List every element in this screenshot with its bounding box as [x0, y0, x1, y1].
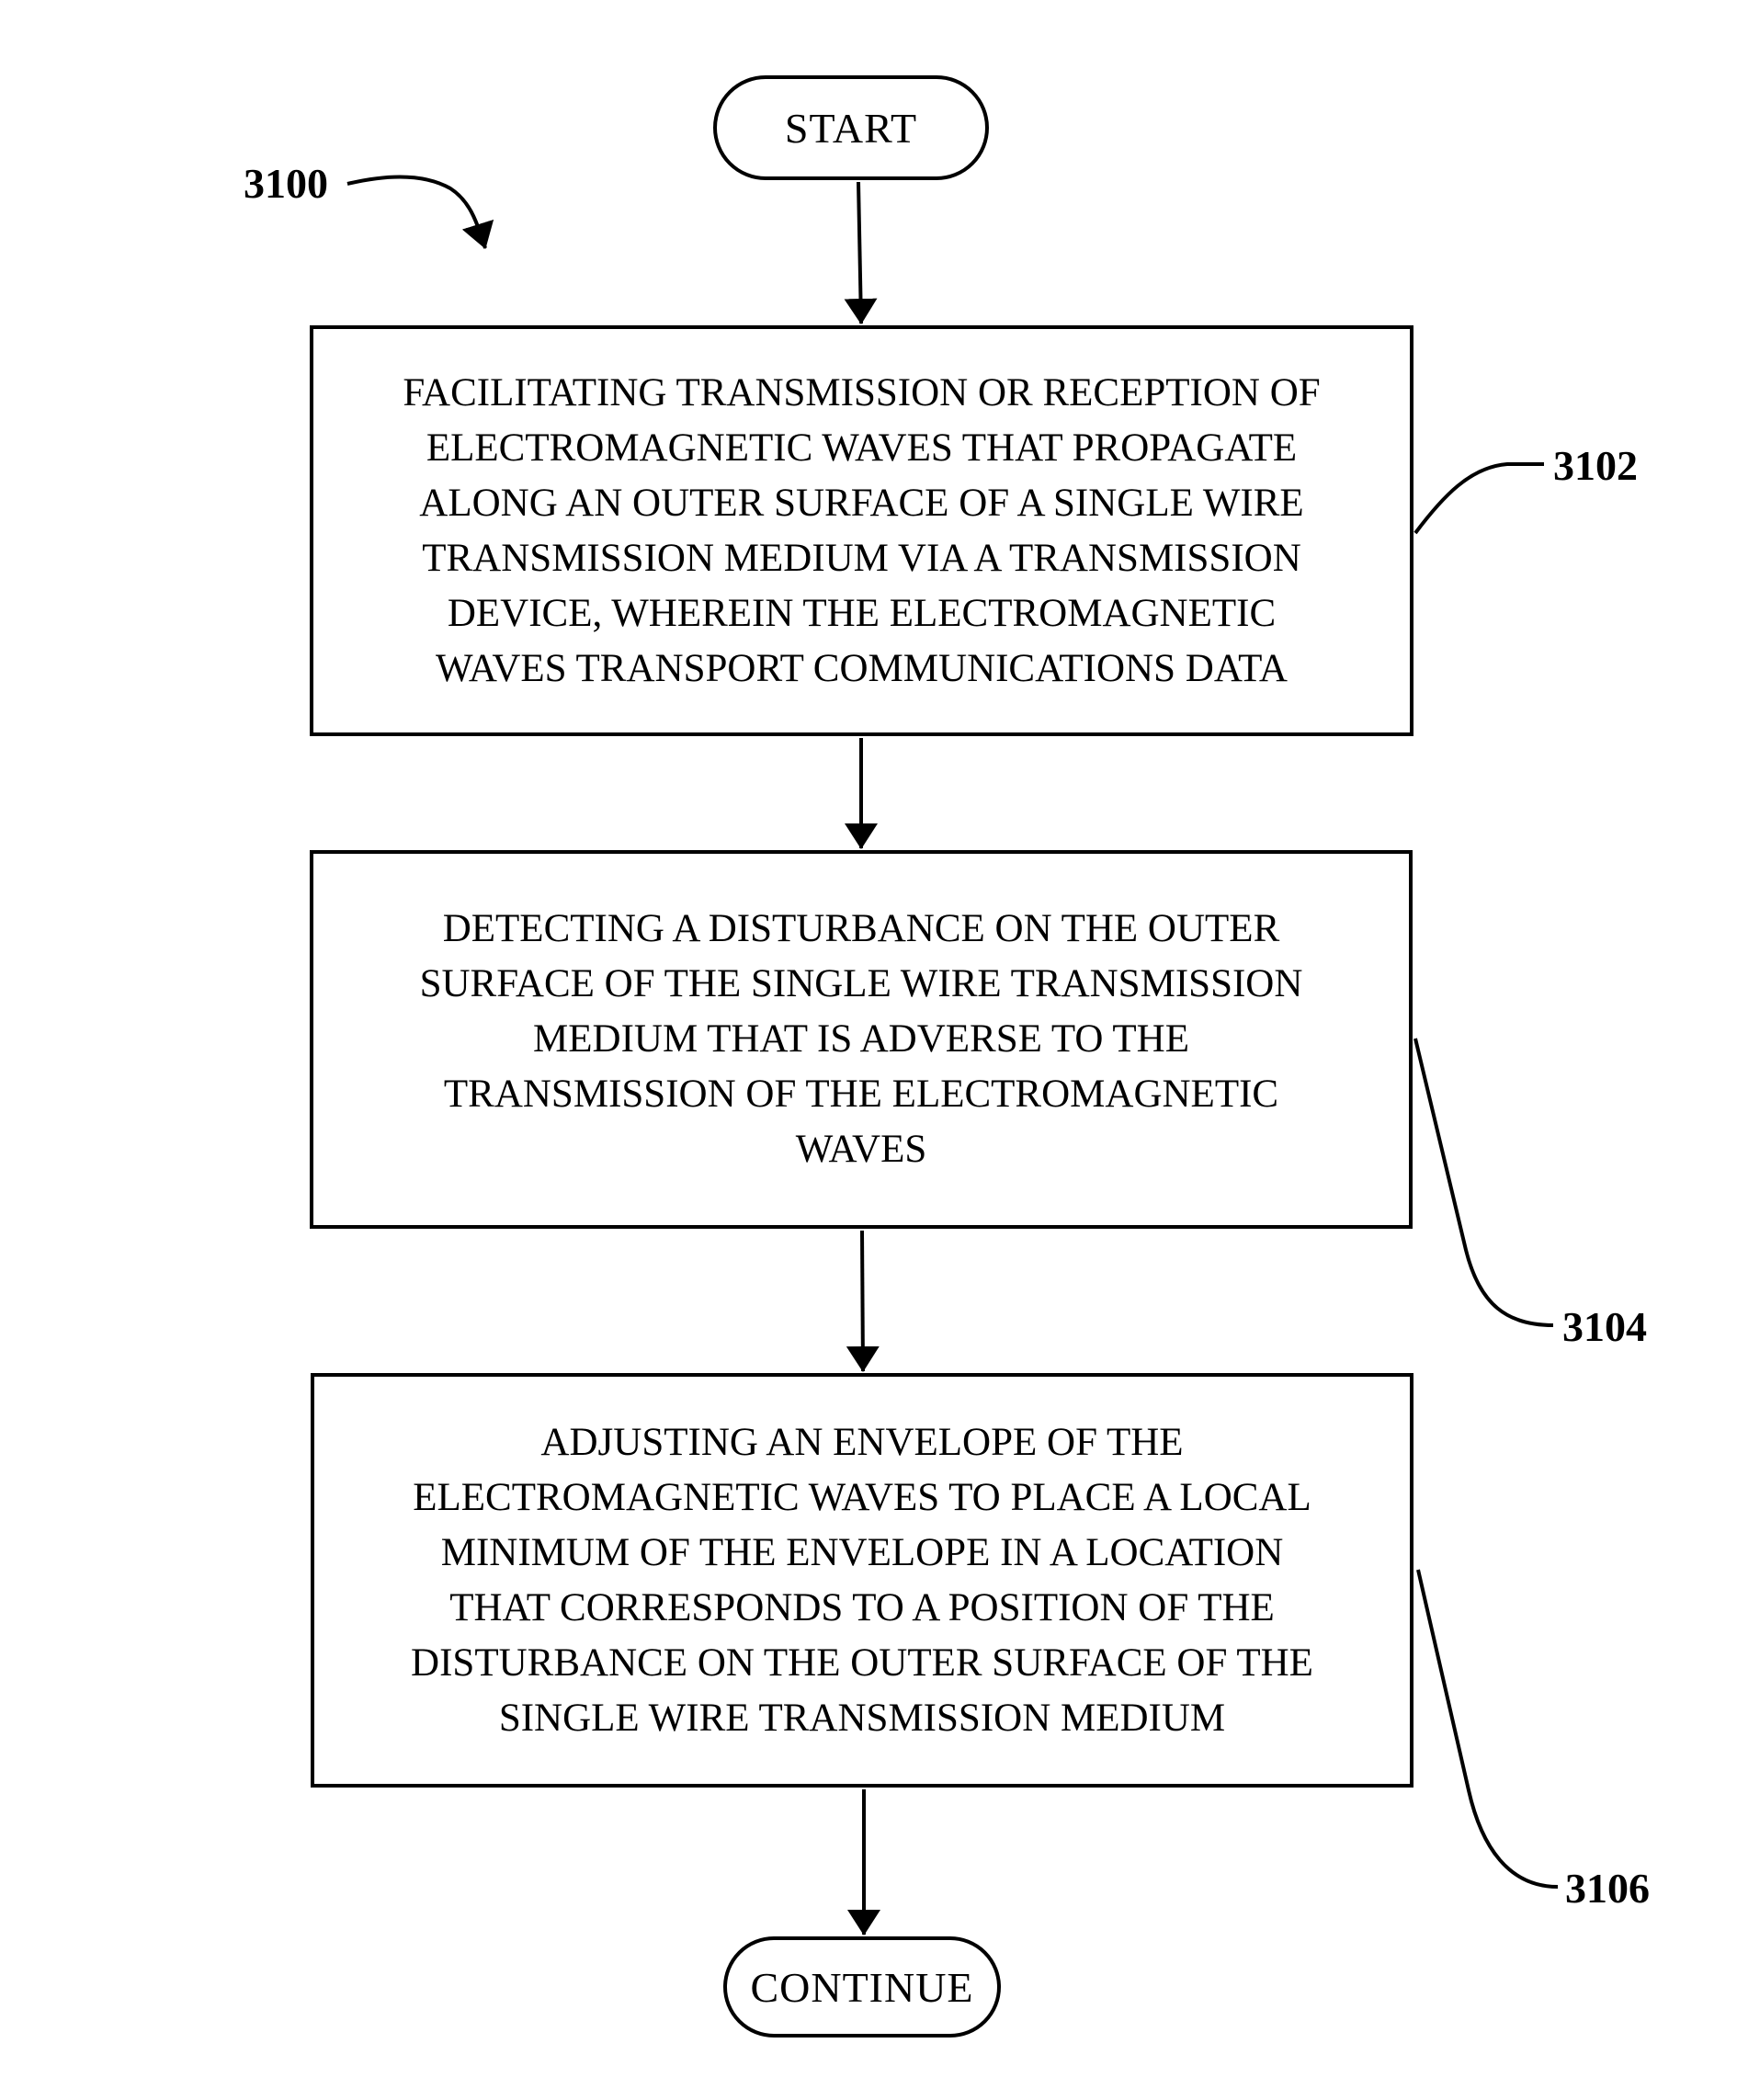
- figure-ref-label: 3100: [244, 163, 328, 205]
- leader-3104: [1415, 1039, 1553, 1325]
- start-terminal: START: [713, 75, 989, 180]
- arrow-start-to-step-3102: [858, 182, 861, 324]
- end-label: CONTINUE: [750, 1963, 973, 2012]
- step-ref-label-3104: 3104: [1562, 1306, 1647, 1348]
- leader-3102: [1415, 464, 1544, 533]
- start-label: START: [785, 104, 917, 153]
- step-text: FACILITATING TRANSMISSION OR RECEPTION O…: [403, 366, 1320, 697]
- step-text: ADJUSTING AN ENVELOPE OF THE ELECTROMAGN…: [411, 1415, 1313, 1746]
- process-step-3102: FACILITATING TRANSMISSION OR RECEPTION O…: [310, 325, 1413, 736]
- process-step-3104: DETECTING A DISTURBANCE ON THE OUTER SUR…: [310, 850, 1413, 1229]
- continue-terminal: CONTINUE: [723, 1936, 1001, 2038]
- arrow-step-3104-to-step-3106: [862, 1231, 863, 1371]
- step-ref-label-3106: 3106: [1565, 1867, 1650, 1910]
- process-step-3106: ADJUSTING AN ENVELOPE OF THE ELECTROMAGN…: [311, 1373, 1413, 1788]
- leader-3106: [1418, 1570, 1558, 1887]
- step-ref-label-3102: 3102: [1553, 445, 1638, 487]
- step-text: DETECTING A DISTURBANCE ON THE OUTER SUR…: [420, 902, 1303, 1177]
- leader-3100: [347, 176, 485, 248]
